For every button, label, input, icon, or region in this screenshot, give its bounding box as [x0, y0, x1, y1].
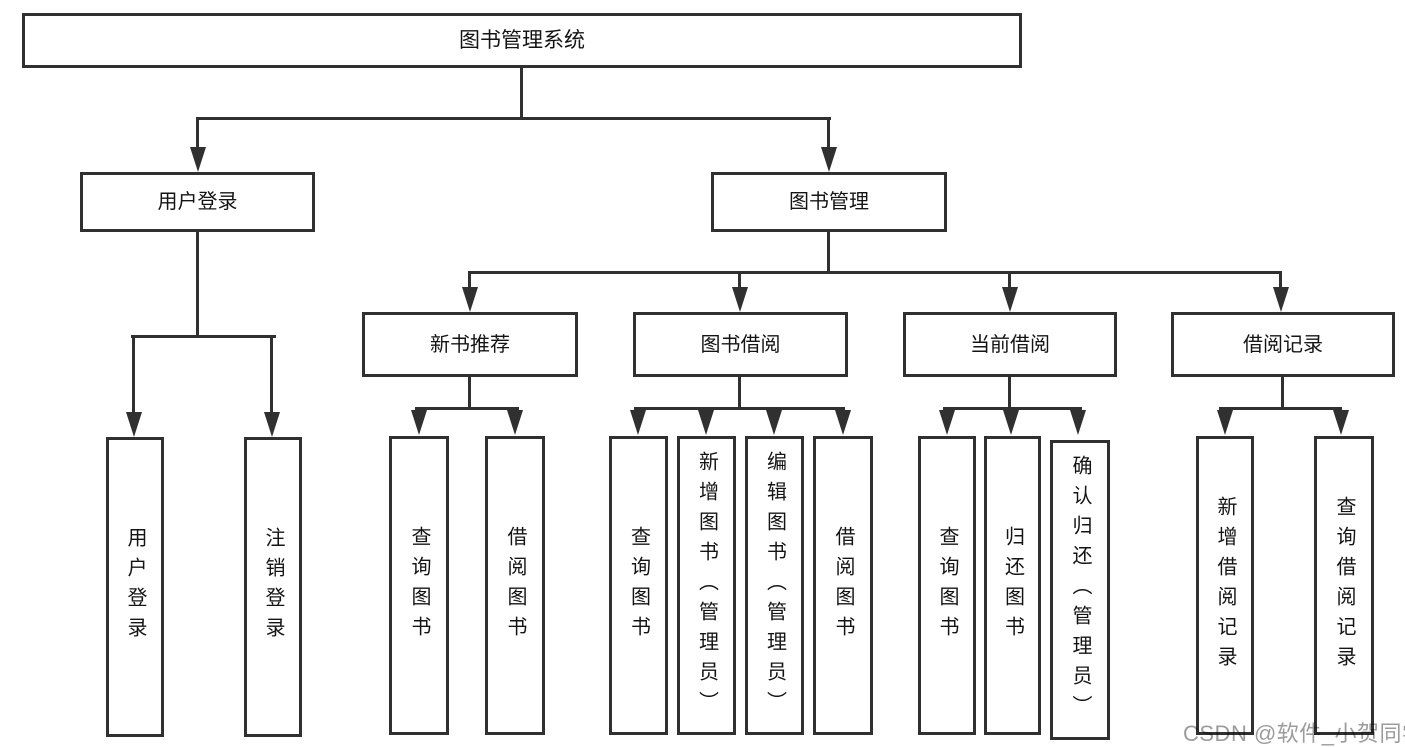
node-add-borrow-record: 新增借阅记录 — [1196, 436, 1254, 735]
node-cur-query-book: 查询图书 — [918, 436, 976, 735]
connector-borrow-hbar — [634, 407, 845, 410]
connector-record-stub — [1281, 377, 1284, 408]
connector-l3-stem — [1008, 274, 1011, 290]
arrow-down-icon — [939, 410, 955, 435]
connector-rec-hbar — [415, 407, 519, 410]
connector-logout-stem — [270, 338, 273, 415]
connector-root-hbar — [196, 117, 831, 120]
arrow-down-icon — [732, 287, 748, 312]
connector-rec-stub — [468, 377, 471, 408]
connector-current-hbar — [943, 407, 1082, 410]
connector-l3-stem — [738, 274, 741, 290]
node-rec-borrow-book: 借阅图书 — [485, 436, 545, 735]
connector-book-mgmt-hbar — [468, 271, 1282, 274]
connector-user-group-hbar — [131, 335, 276, 338]
node-return-book: 归还图书 — [984, 436, 1041, 735]
connector-l3-stem — [468, 274, 471, 290]
csdn-watermark: CSDN @软件_小贺同学 — [1183, 721, 1405, 746]
node-borrow-record: 借阅记录 — [1171, 312, 1395, 377]
connector-root-stub — [520, 68, 523, 118]
connector-l3-stem — [1279, 274, 1282, 290]
arrow-down-icon — [411, 410, 427, 435]
connector-login-stem — [132, 338, 135, 415]
arrow-down-icon — [1003, 410, 1019, 435]
arrow-down-icon — [126, 412, 142, 437]
arrow-down-icon — [264, 412, 280, 437]
arrow-down-icon — [630, 410, 646, 435]
node-user-login: 用户登录 — [106, 437, 164, 737]
arrow-down-icon — [462, 287, 478, 312]
node-confirm-return-admin: 确认归还（管理员） — [1050, 440, 1110, 740]
arrow-down-icon — [835, 410, 851, 435]
node-user-login-group: 用户登录 — [80, 172, 315, 232]
node-book-management: 图书管理 — [711, 172, 947, 232]
node-add-book-admin: 新增图书（管理员） — [677, 436, 736, 735]
connector-user-login-stem — [196, 120, 199, 152]
connector-user-group-stub — [196, 232, 199, 337]
arrow-down-icon — [698, 410, 714, 435]
arrow-down-icon — [1333, 410, 1349, 435]
arrow-down-icon — [507, 410, 523, 435]
arrow-down-icon — [1070, 410, 1086, 435]
arrow-down-icon — [190, 147, 206, 172]
connector-record-hbar — [1219, 407, 1342, 410]
node-book-borrow: 图书借阅 — [633, 312, 848, 377]
node-query-borrow-record: 查询借阅记录 — [1314, 436, 1374, 735]
arrow-down-icon — [1273, 287, 1289, 312]
connector-book-mgmt-stub — [827, 232, 830, 273]
node-edit-book-admin: 编辑图书（管理员） — [745, 436, 804, 735]
connector-book-mgmt-stem — [827, 120, 830, 152]
connector-current-stub — [1008, 377, 1011, 408]
node-borrow-query-book: 查询图书 — [609, 436, 668, 735]
node-borrow-book: 借阅图书 — [813, 436, 873, 735]
node-new-book-recommend: 新书推荐 — [362, 312, 578, 377]
node-root: 图书管理系统 — [22, 13, 1022, 68]
arrow-down-icon — [766, 410, 782, 435]
arrow-down-icon — [821, 147, 837, 172]
connector-borrow-stub — [738, 377, 741, 408]
node-current-borrow: 当前借阅 — [903, 312, 1117, 377]
arrow-down-icon — [1002, 287, 1018, 312]
node-logout: 注销登录 — [244, 437, 302, 737]
node-rec-query-book: 查询图书 — [389, 436, 449, 735]
arrow-down-icon — [1217, 410, 1233, 435]
